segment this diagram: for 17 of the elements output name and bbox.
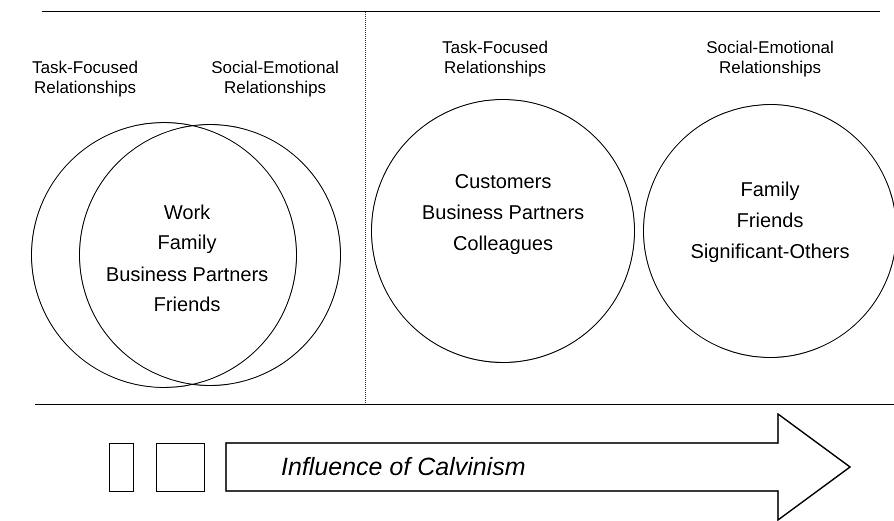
list-item: Friends [736,209,804,234]
list-item: Business Partners [106,263,268,288]
list-item: Friends [154,293,220,318]
list-item: Significant-Others [690,240,850,265]
list-item: Family [740,178,800,203]
circle-heading: Task-Focused Relationships [441,38,549,78]
list-item: Family [158,231,216,256]
list-item: Customers [454,170,552,195]
circle-heading: Task-Focused Relationships [31,58,139,98]
list-item: Colleagues [452,232,554,257]
circle-heading: Social-Emotional Relationships [705,38,835,78]
circle-heading: Social-Emotional Relationships [210,58,340,98]
arrow-label: Influence of Calvinism [281,452,526,483]
empty-box [109,443,134,492]
list-item: Business Partners [422,201,584,226]
list-item: Work [164,201,210,226]
empty-box [156,443,205,492]
